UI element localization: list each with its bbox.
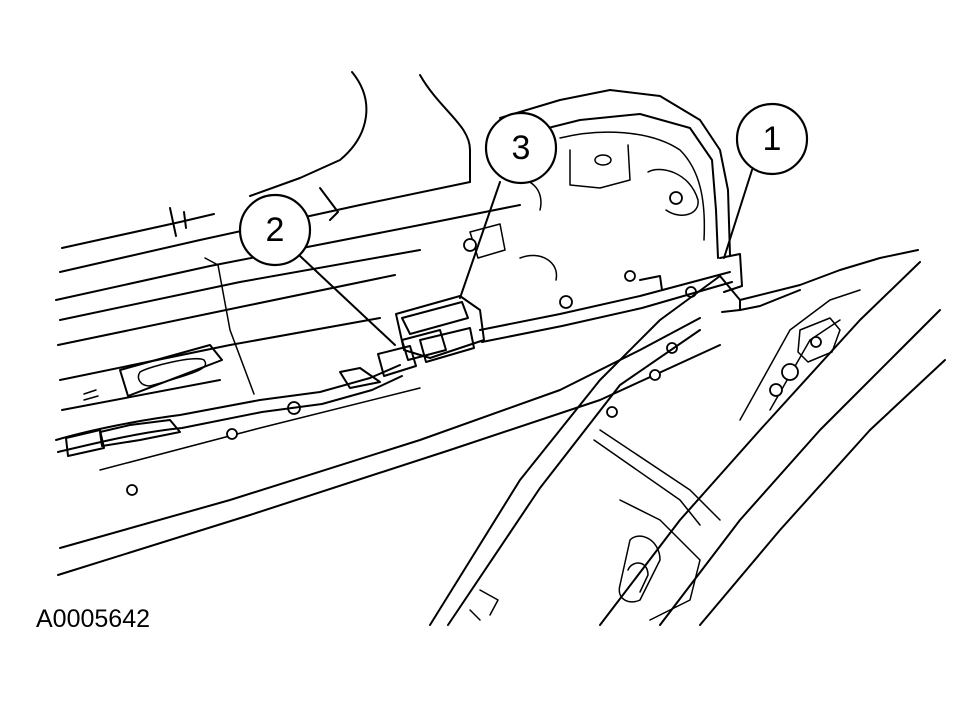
- harness-connector: [377, 329, 447, 377]
- callout-3: 3: [484, 111, 558, 185]
- callout-1: 1: [735, 102, 809, 176]
- callout-3-label: 3: [512, 129, 531, 167]
- figure-id-label: A0005642: [36, 605, 150, 633]
- roof-panel: [55, 71, 731, 576]
- leader-lines: [299, 169, 753, 346]
- callout-1-circle: [735, 102, 809, 176]
- callout-2-circle: [238, 193, 312, 267]
- pillar-panel: [429, 249, 946, 626]
- callout-2: 2: [238, 193, 312, 267]
- callout-1-label: 1: [763, 120, 782, 158]
- callout-2-label: 2: [266, 211, 285, 249]
- wire-harness: [55, 253, 743, 457]
- callout-3-circle: [484, 111, 558, 185]
